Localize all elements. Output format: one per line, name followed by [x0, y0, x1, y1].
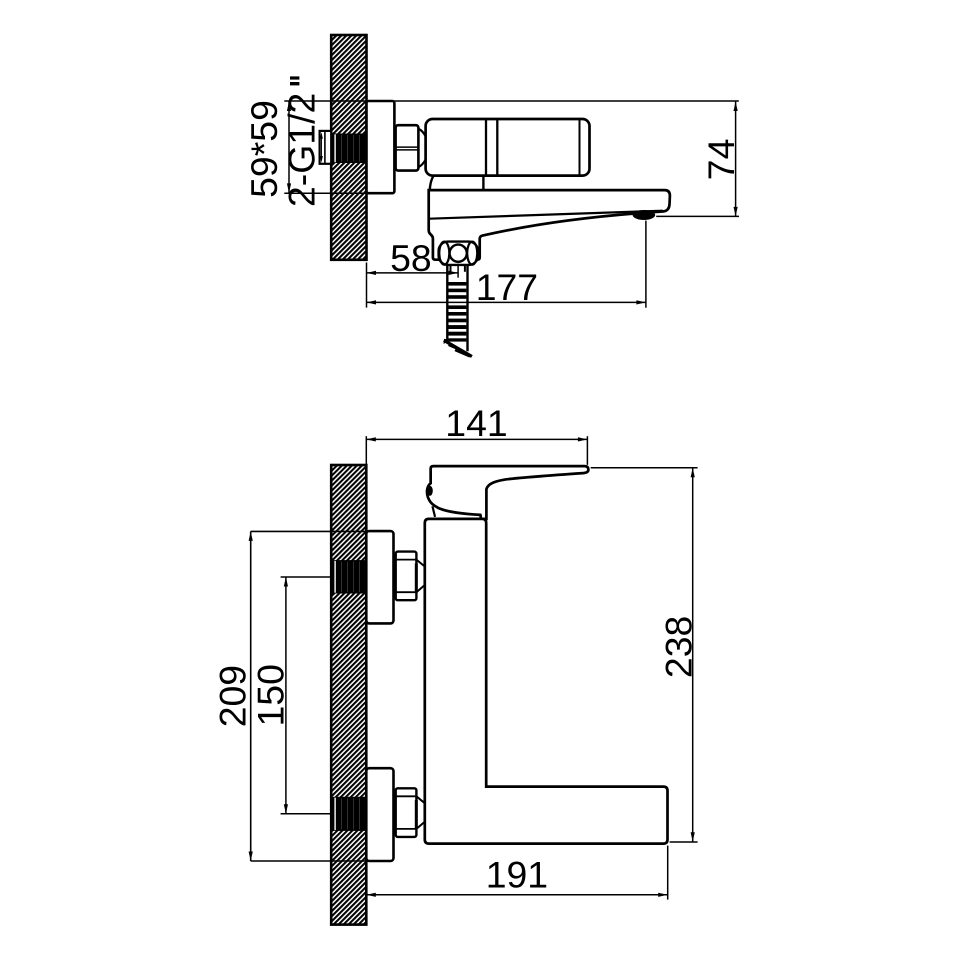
svg-text:74: 74 [700, 139, 742, 181]
svg-text:59*59: 59*59 [243, 100, 285, 198]
svg-text:177: 177 [476, 266, 538, 308]
svg-text:141: 141 [445, 402, 507, 444]
svg-text:58: 58 [390, 237, 432, 279]
svg-text:238: 238 [658, 616, 700, 678]
svg-text:150: 150 [249, 664, 291, 726]
svg-text:209: 209 [212, 665, 254, 727]
svg-text:2-G1/2: 2-G1/2 [281, 93, 323, 207]
svg-text:191: 191 [486, 853, 548, 895]
